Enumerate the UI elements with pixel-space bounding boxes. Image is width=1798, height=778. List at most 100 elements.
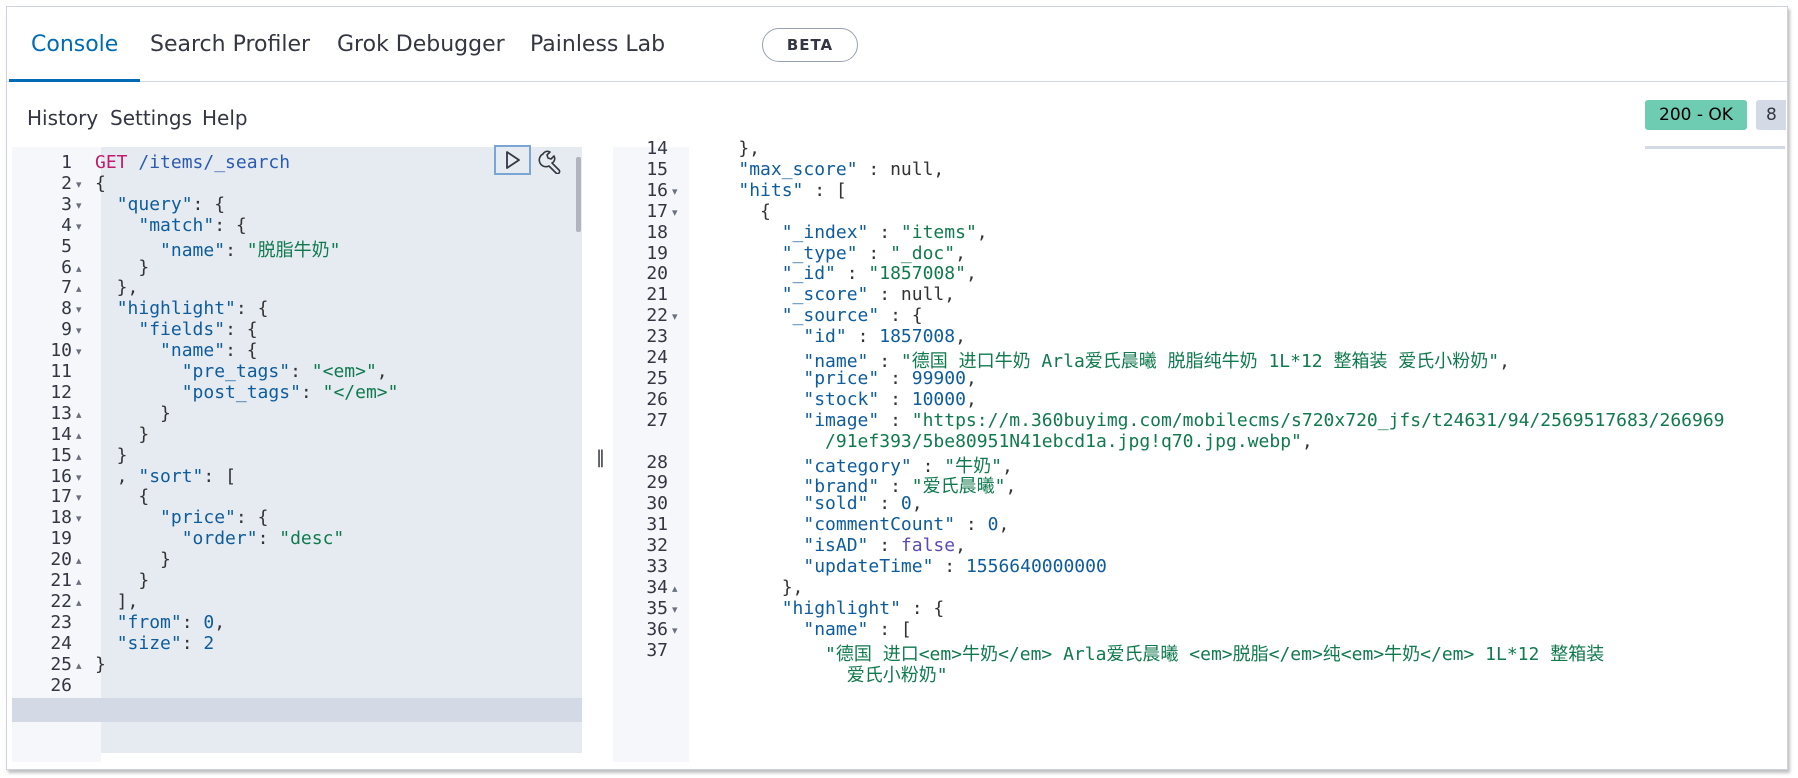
code-token: : { <box>192 193 226 215</box>
code-token: 0 <box>203 611 215 633</box>
fold-collapse-icon[interactable]: ▾ <box>76 491 82 505</box>
run-request-button[interactable] <box>494 145 531 175</box>
line-number: 24 <box>50 632 72 654</box>
code-line: } <box>95 424 149 445</box>
line-number: 5 <box>61 235 72 257</box>
fold-expand-icon[interactable]: ▴ <box>76 658 82 672</box>
code-token: "query" <box>116 193 193 215</box>
fold-expand-icon[interactable]: ▴ <box>76 449 82 463</box>
fold-expand-icon[interactable]: ▴ <box>76 282 82 296</box>
code-token: "highlight" <box>116 298 236 320</box>
code-token: : { <box>214 214 247 236</box>
fold-collapse-icon[interactable]: ▾ <box>76 470 82 484</box>
fold-collapse-icon[interactable]: ▾ <box>76 177 82 191</box>
code-token: "order" <box>181 528 258 550</box>
code-token <box>95 382 182 403</box>
active-line-highlight <box>12 698 582 722</box>
fold-collapse-icon[interactable]: ▾ <box>76 303 82 317</box>
code-token: "fields" <box>138 319 226 341</box>
code-token: "</em>" <box>322 381 399 403</box>
fold-expand-icon[interactable]: ▴ <box>76 554 82 568</box>
fold-expand-icon[interactable]: ▴ <box>76 428 82 442</box>
tab-grok-debugger[interactable]: Grok Debugger <box>337 31 505 57</box>
line-number: 21 <box>50 570 72 591</box>
tab-painless-lab[interactable]: Painless Lab <box>530 31 666 57</box>
history-menu[interactable]: History <box>27 106 99 130</box>
line-number: 20 <box>50 549 72 571</box>
wrench-icon[interactable] <box>538 148 564 174</box>
code-line: } <box>95 257 149 278</box>
line-number: 1 <box>61 152 72 173</box>
code-token: : { <box>235 507 269 529</box>
code-token: : <box>290 361 312 382</box>
line-number: 17 <box>50 486 72 508</box>
code-token: } <box>95 653 106 675</box>
fold-expand-icon[interactable]: ▴ <box>76 575 82 588</box>
fold-expand-icon[interactable]: ▴ <box>76 595 82 609</box>
code-line: "match": { <box>95 214 247 236</box>
code-token: "name" <box>160 340 226 362</box>
code-token <box>95 340 160 361</box>
line-number: 7 <box>61 277 72 299</box>
code-token: GET <box>95 152 128 173</box>
line-number: 9 <box>61 319 72 341</box>
request-code-area[interactable] <box>101 147 582 753</box>
line-number: 16 <box>50 465 72 487</box>
fold-collapse-icon[interactable]: ▾ <box>76 512 82 526</box>
line-number: 6 <box>61 256 72 278</box>
request-gutter <box>12 147 101 762</box>
code-token: "price" <box>160 507 236 529</box>
code-token: "脱脂牛奶" <box>246 239 341 261</box>
code-token: , <box>376 361 388 382</box>
fold-expand-icon[interactable]: ▴ <box>76 407 82 421</box>
code-token: : <box>300 381 323 403</box>
code-line: "pre_tags": "<em>", <box>95 361 388 382</box>
code-token: : { <box>225 319 258 341</box>
code-token: "name" <box>160 239 226 261</box>
code-token <box>128 152 139 173</box>
line-number: 13 <box>50 402 72 424</box>
fold-expand-icon[interactable]: ▴ <box>76 261 82 275</box>
line-number: 8 <box>61 298 72 320</box>
code-line: ], <box>95 591 139 612</box>
code-token: : { <box>225 340 258 362</box>
line-number: 14 <box>50 423 72 445</box>
code-token <box>95 612 117 633</box>
code-token: "pre_tags" <box>181 361 291 382</box>
code-line: } <box>95 570 149 591</box>
code-token <box>95 215 138 236</box>
code-token: , <box>95 465 139 487</box>
code-token <box>95 528 182 549</box>
code-token: "match" <box>138 214 215 236</box>
code-token: : <box>181 632 204 654</box>
code-line: "post_tags": "</em>" <box>95 381 399 403</box>
code-line: "highlight": { <box>95 298 269 320</box>
fold-collapse-icon[interactable]: ▾ <box>76 345 82 359</box>
request-scrollbar[interactable] <box>576 157 581 232</box>
tab-console[interactable]: Console <box>8 7 141 82</box>
fold-collapse-icon[interactable]: ▾ <box>76 219 82 233</box>
code-token: /items/_search <box>138 152 291 173</box>
status-badge: 200 - OK <box>1645 100 1747 130</box>
code-token: "<em>" <box>311 361 377 382</box>
fold-collapse-icon[interactable]: ▾ <box>76 324 82 338</box>
code-token: : <box>181 611 204 633</box>
help-menu[interactable]: Help <box>202 106 248 130</box>
settings-menu[interactable]: Settings <box>110 106 193 130</box>
code-line: "name": { <box>95 340 258 361</box>
line-number: 15 <box>50 444 72 466</box>
resize-handle-icon[interactable]: ‖ <box>596 447 605 468</box>
line-number: 10 <box>50 340 72 362</box>
code-token: }, <box>95 277 139 299</box>
code-line: "query": { <box>95 194 225 215</box>
code-token: "size" <box>116 632 182 654</box>
fold-collapse-icon[interactable]: ▾ <box>76 198 82 212</box>
line-number: 22 <box>50 590 72 612</box>
response-viewer[interactable] <box>689 147 1780 762</box>
code-token: : <box>257 528 280 550</box>
code-line: "fields": { <box>95 319 258 341</box>
tab-search-profiler[interactable]: Search Profiler <box>150 31 311 57</box>
code-token: } <box>95 444 128 466</box>
code-line: GET /items/_search <box>95 152 290 173</box>
